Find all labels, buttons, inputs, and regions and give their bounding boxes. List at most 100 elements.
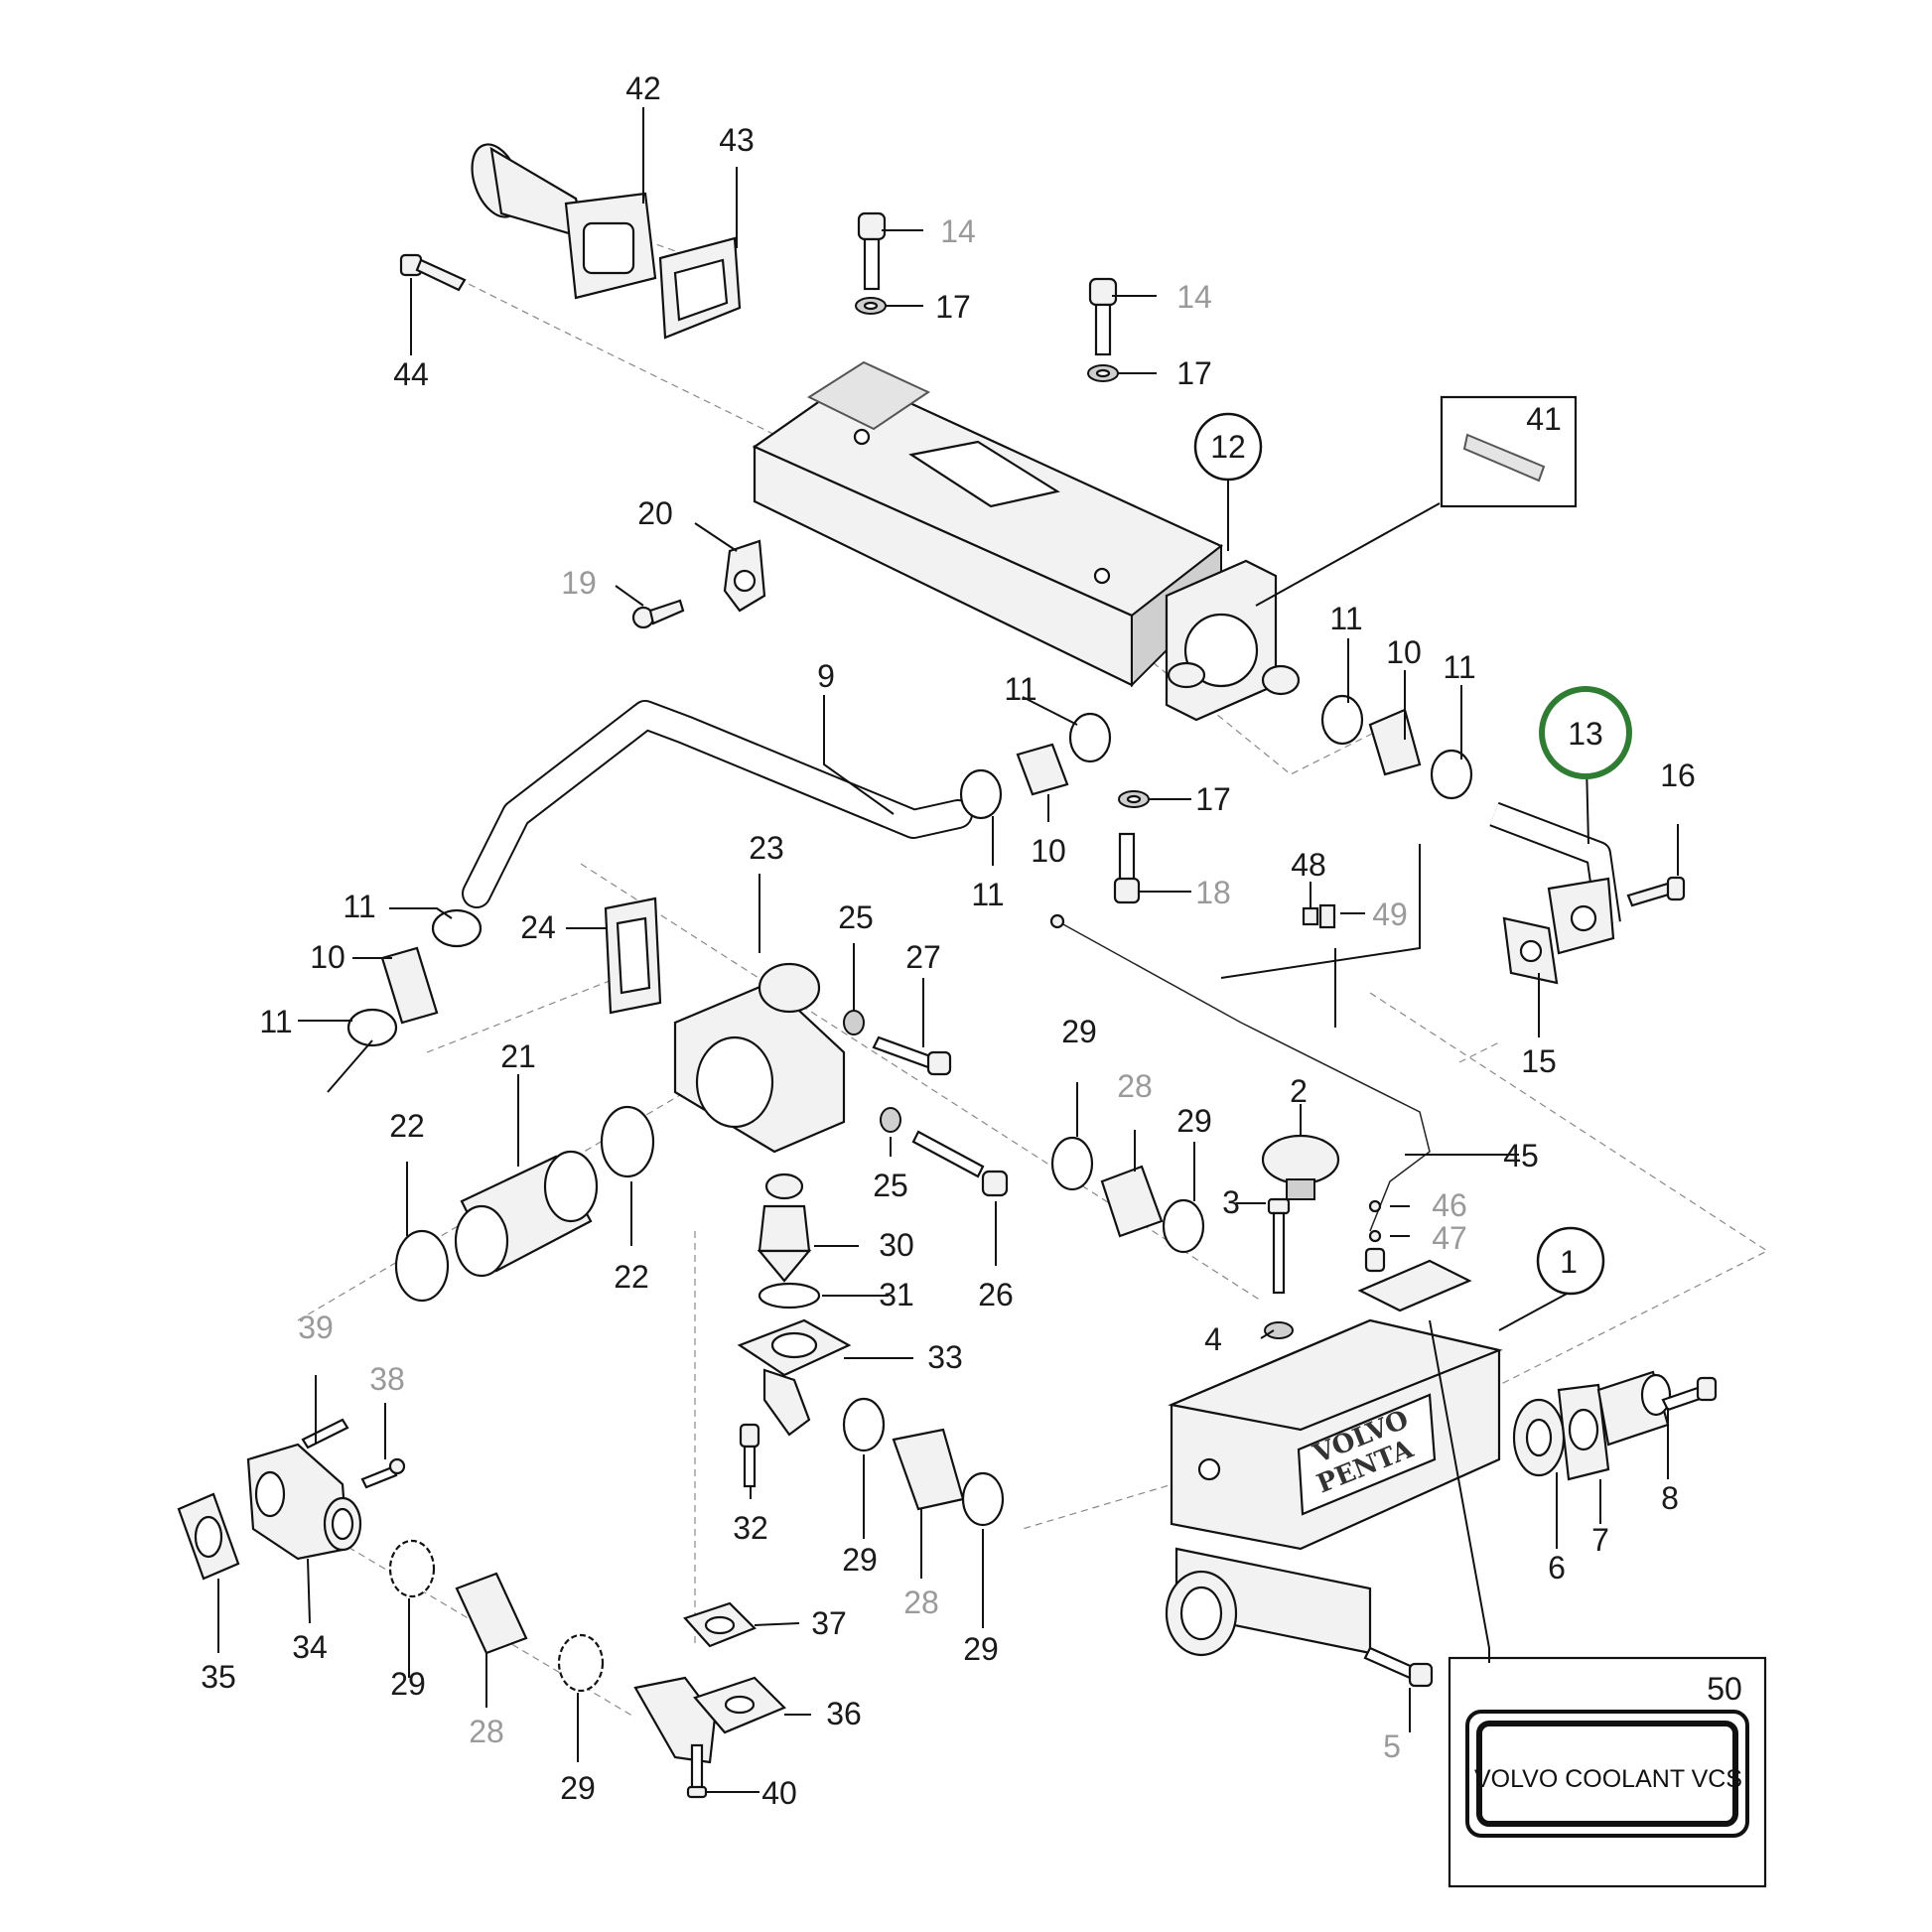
part-label-31[interactable]: 31 — [879, 1277, 914, 1312]
part-label-32[interactable]: 32 — [733, 1510, 768, 1546]
part-label-25-b[interactable]: 25 — [873, 1168, 908, 1203]
thermostat-30[interactable] — [757, 1173, 812, 1283]
part-label-14-b[interactable]: 14 — [1176, 279, 1212, 315]
part-label-28-c[interactable]: 28 — [469, 1714, 504, 1749]
gasket-24[interactable] — [604, 897, 662, 1015]
bolt-26[interactable] — [911, 1130, 1009, 1197]
washer-4[interactable] — [1264, 1321, 1294, 1339]
hose-10-c[interactable] — [380, 946, 439, 1025]
bolt-3[interactable] — [1267, 1197, 1291, 1295]
part-label-30[interactable]: 30 — [879, 1227, 914, 1263]
part-label-36[interactable]: 36 — [826, 1696, 862, 1731]
washer-17-a[interactable] — [855, 297, 887, 315]
clamp-11-d[interactable] — [1430, 749, 1473, 800]
part-label-37[interactable]: 37 — [811, 1605, 847, 1641]
part-label-29-a[interactable]: 29 — [1061, 1014, 1097, 1049]
elbow-cover-33[interactable] — [737, 1318, 852, 1437]
part-label-24[interactable]: 24 — [520, 909, 556, 945]
clamp-29-f[interactable] — [557, 1633, 605, 1693]
part-label-19[interactable]: 19 — [561, 565, 597, 601]
part-label-29-c[interactable]: 29 — [842, 1542, 878, 1578]
part-label-29-e[interactable]: 29 — [390, 1666, 426, 1702]
washer-17-b[interactable] — [1087, 364, 1119, 382]
clamp-11-a[interactable] — [959, 768, 1003, 820]
part-label-11-e[interactable]: 11 — [343, 889, 375, 924]
gasket-15[interactable] — [1502, 916, 1559, 985]
washer-25-b[interactable] — [880, 1107, 901, 1133]
part-label-2[interactable]: 2 — [1290, 1073, 1308, 1109]
part-label-11-a[interactable]: 11 — [1329, 601, 1362, 636]
fitting-48-49[interactable] — [1302, 903, 1336, 929]
clip-20[interactable] — [723, 539, 766, 613]
part-label-34[interactable]: 34 — [292, 1629, 328, 1665]
pipe-13[interactable] — [1489, 801, 1621, 955]
part-label-16[interactable]: 16 — [1660, 758, 1696, 793]
hose-10-a[interactable] — [1016, 743, 1069, 796]
clamp-29-c[interactable] — [842, 1397, 886, 1452]
part-label-8[interactable]: 8 — [1661, 1480, 1679, 1516]
part-label-7[interactable]: 7 — [1591, 1522, 1609, 1558]
part-label-17-a[interactable]: 17 — [935, 289, 971, 325]
bolt-32[interactable] — [739, 1423, 760, 1488]
part-label-48[interactable]: 48 — [1291, 847, 1326, 883]
part-label-45[interactable]: 45 — [1503, 1138, 1539, 1173]
elbow-36[interactable] — [633, 1676, 786, 1764]
hose-10-b[interactable] — [1368, 708, 1422, 776]
bolt-16[interactable] — [1626, 876, 1686, 907]
hose-9[interactable] — [462, 700, 973, 908]
clamp-29-a[interactable] — [1050, 1136, 1094, 1191]
o-ring-31[interactable] — [758, 1282, 821, 1310]
hose-28-a[interactable] — [1100, 1165, 1164, 1238]
clamp-11-e[interactable] — [431, 908, 483, 948]
bolt-27[interactable] — [872, 1035, 952, 1076]
part-label-40[interactable]: 40 — [761, 1775, 797, 1811]
part-label-26[interactable]: 26 — [978, 1277, 1014, 1312]
exhaust-elbow-42[interactable] — [463, 138, 657, 300]
part-label-22-b[interactable]: 22 — [614, 1259, 649, 1295]
part-label-1[interactable]: 1 — [1560, 1244, 1578, 1280]
clamp-11-f[interactable] — [346, 1008, 398, 1047]
part-label-9[interactable]: 9 — [817, 658, 835, 694]
part-label-49[interactable]: 49 — [1372, 897, 1408, 932]
washer-17-c[interactable] — [1118, 790, 1150, 808]
gasket-6[interactable] — [1512, 1398, 1566, 1477]
part-label-15[interactable]: 15 — [1521, 1043, 1557, 1079]
bolt-40[interactable] — [686, 1743, 708, 1799]
part-label-42[interactable]: 42 — [625, 70, 661, 106]
bolt-5[interactable] — [1363, 1646, 1434, 1688]
gasket-37[interactable] — [683, 1601, 757, 1648]
part-label-20[interactable]: 20 — [637, 495, 673, 531]
part-label-23[interactable]: 23 — [749, 830, 784, 866]
bolt-44[interactable] — [399, 253, 467, 292]
part-label-14-a[interactable]: 14 — [940, 213, 976, 249]
part-label-10-b[interactable]: 10 — [1031, 833, 1066, 869]
o-ring-22-b[interactable] — [600, 1105, 655, 1178]
pipe-7[interactable] — [1557, 1370, 1672, 1481]
part-label-33[interactable]: 33 — [927, 1339, 963, 1375]
washer-25-a[interactable] — [843, 1010, 865, 1035]
exhaust-manifold[interactable] — [752, 360, 1224, 688]
part-label-46[interactable]: 46 — [1432, 1187, 1467, 1223]
part-label-29-f[interactable]: 29 — [560, 1770, 596, 1806]
part-label-27[interactable]: 27 — [905, 939, 941, 975]
part-label-25-a[interactable]: 25 — [838, 899, 874, 935]
part-label-11-d[interactable]: 11 — [971, 877, 1004, 912]
part-label-35[interactable]: 35 — [201, 1659, 236, 1695]
part-label-13[interactable]: 13 — [1568, 716, 1603, 752]
part-label-18[interactable]: 18 — [1195, 875, 1231, 910]
part-label-50[interactable]: 50 — [1707, 1671, 1742, 1707]
clamp-29-d[interactable] — [961, 1471, 1005, 1527]
part-label-11-f[interactable]: 11 — [259, 1004, 292, 1039]
gasket-43[interactable] — [658, 236, 742, 340]
housing-34[interactable] — [246, 1443, 362, 1561]
part-label-17-c[interactable]: 17 — [1195, 781, 1231, 817]
part-label-4[interactable]: 4 — [1204, 1321, 1222, 1357]
clamp-11-c[interactable] — [1320, 694, 1364, 746]
part-label-44[interactable]: 44 — [393, 356, 429, 392]
expansion-tank-1[interactable] — [1165, 1259, 1503, 1657]
part-label-29-b[interactable]: 29 — [1176, 1103, 1212, 1139]
part-label-21[interactable]: 21 — [500, 1038, 536, 1074]
fittings-46-47[interactable] — [1364, 1199, 1386, 1273]
part-label-5[interactable]: 5 — [1383, 1728, 1401, 1764]
part-label-39[interactable]: 39 — [298, 1310, 334, 1345]
